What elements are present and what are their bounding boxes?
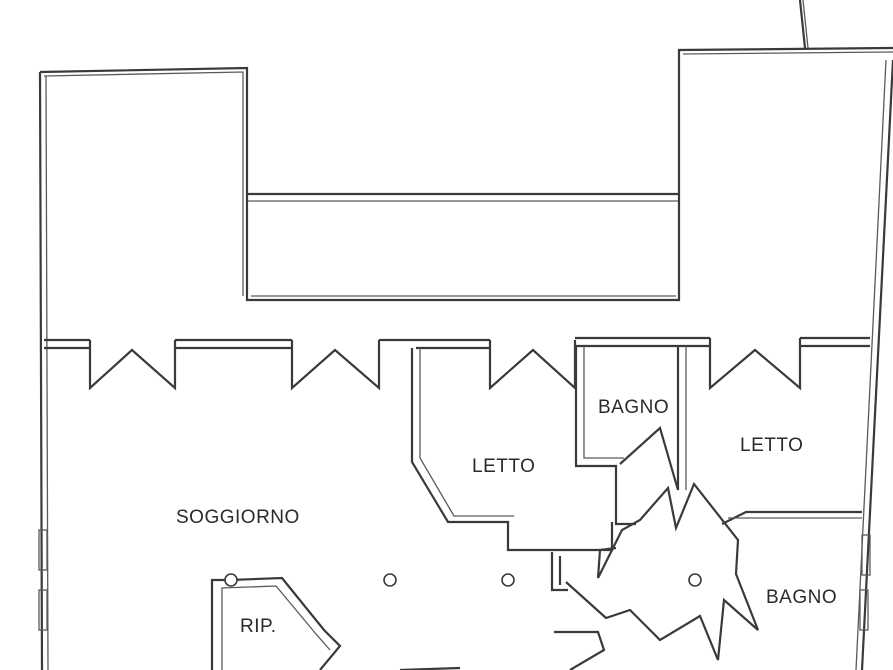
facade-wall bbox=[44, 336, 870, 350]
room-label-soggiorno: SOGGIORNO bbox=[176, 507, 300, 528]
french-door-3 bbox=[488, 340, 577, 391]
exterior-walls bbox=[38, 59, 893, 670]
bedroom-1-walls bbox=[410, 348, 614, 552]
hall-door-swings bbox=[565, 481, 862, 661]
french-door-4 bbox=[708, 338, 802, 391]
room-label-letto-2: LETTO bbox=[740, 435, 803, 456]
light-point bbox=[688, 573, 702, 587]
storage-walls bbox=[210, 576, 342, 670]
bathroom-1-walls bbox=[574, 346, 687, 526]
french-door-2 bbox=[290, 340, 381, 391]
room-label-bagno-2: BAGNO bbox=[766, 587, 837, 608]
french-door-1 bbox=[88, 340, 177, 391]
room-label-letto-1: LETTO bbox=[472, 456, 535, 477]
window-right-1 bbox=[861, 534, 871, 576]
light-point bbox=[501, 573, 515, 587]
window-left-1 bbox=[38, 529, 48, 571]
room-label-ripostiglio: RIP. bbox=[240, 616, 277, 637]
window-left-2 bbox=[38, 589, 48, 631]
room-label-bagno-1: BAGNO bbox=[598, 397, 669, 418]
light-point bbox=[224, 573, 238, 587]
window-right-2 bbox=[859, 589, 869, 631]
terrace-outline bbox=[39, 0, 893, 302]
hall-walls bbox=[399, 552, 606, 670]
light-point bbox=[383, 573, 397, 587]
